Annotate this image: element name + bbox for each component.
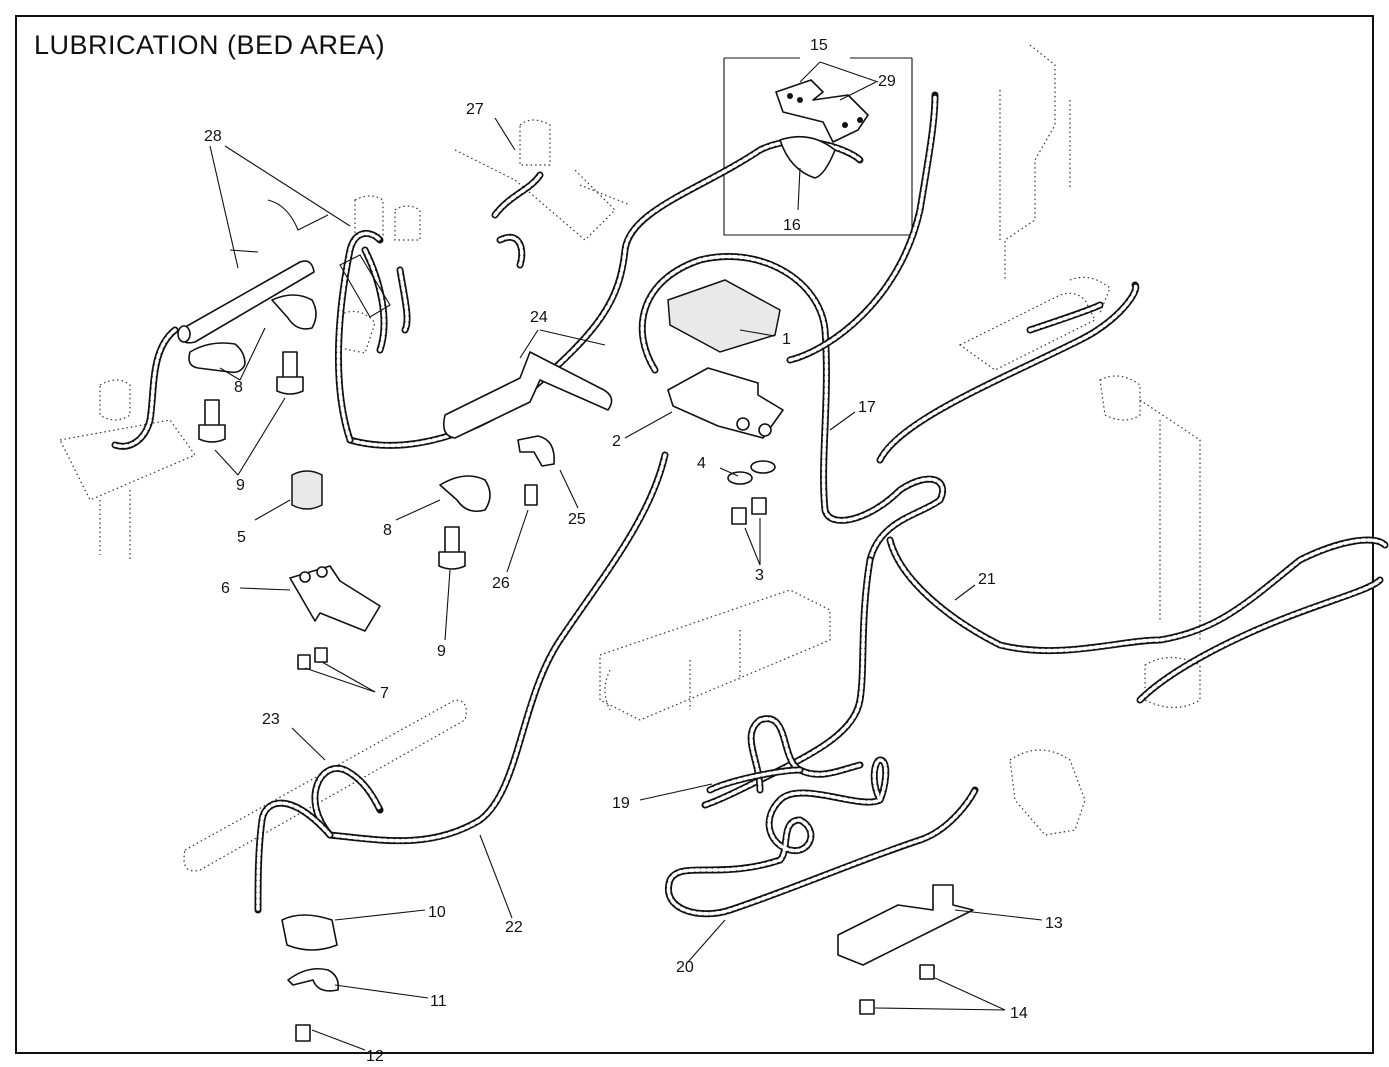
leader-lines xyxy=(209,61,1043,1051)
callout-label: 14 xyxy=(1010,1005,1028,1022)
callout-label: 21 xyxy=(978,571,996,588)
screws-14 xyxy=(859,964,935,1015)
bracket-2 xyxy=(667,367,784,439)
callout-label: 12 xyxy=(366,1048,384,1065)
screw-12 xyxy=(295,1024,311,1042)
felt-holder-16 xyxy=(779,135,836,179)
callout-label: 2 xyxy=(612,433,621,450)
callout-label: 4 xyxy=(697,455,706,472)
callout-label: 25 xyxy=(568,511,586,528)
callout-label: 15 xyxy=(810,37,828,54)
callout-label: 10 xyxy=(428,904,446,921)
clamp-25 xyxy=(517,435,555,467)
callout-label: 9 xyxy=(437,643,446,660)
plate-13 xyxy=(837,884,974,966)
callout-label: 8 xyxy=(234,379,243,396)
callout-label: 29 xyxy=(878,73,896,90)
clip-8b xyxy=(439,475,491,513)
callout-label: 3 xyxy=(755,567,764,584)
tube-10 xyxy=(281,914,338,951)
callout-label: 8 xyxy=(383,522,392,539)
callout-label: 22 xyxy=(505,919,523,936)
callout-label: 9 xyxy=(236,477,245,494)
callout-label: 26 xyxy=(492,575,510,592)
oil-pipe-24 xyxy=(442,351,613,439)
callout-label: 20 xyxy=(676,959,694,976)
screw-26 xyxy=(524,484,538,506)
callout-label: 17 xyxy=(858,399,876,416)
screw-9a xyxy=(198,399,226,443)
felt-1 xyxy=(667,279,781,353)
screws-3 xyxy=(731,497,767,525)
callout-label: 23 xyxy=(262,711,280,728)
callout-label: 27 xyxy=(466,101,484,118)
callout-label: 7 xyxy=(380,685,389,702)
clip-11 xyxy=(287,967,340,992)
clip-8a xyxy=(188,342,246,374)
callout-label: 11 xyxy=(430,993,447,1010)
bracket-15 xyxy=(775,79,869,143)
screw-9c xyxy=(438,526,466,570)
callout-label: 16 xyxy=(783,217,801,234)
felt-5 xyxy=(291,470,323,510)
callout-label: 13 xyxy=(1045,915,1063,932)
plate-6 xyxy=(289,565,381,632)
callout-label: 6 xyxy=(221,580,230,597)
callout-label: 5 xyxy=(237,529,246,546)
callout-label: 19 xyxy=(612,795,630,812)
callout-label: 1 xyxy=(782,331,791,348)
page-title: LUBRICATION (BED AREA) xyxy=(34,30,386,60)
phantom-outlines xyxy=(59,44,1201,872)
oil-wicks xyxy=(111,91,1389,918)
screws-7 xyxy=(297,647,328,670)
detail-box xyxy=(723,58,913,236)
callout-label: 28 xyxy=(204,128,222,145)
diagram-border xyxy=(15,15,1374,1054)
parts xyxy=(177,79,974,1042)
callout-label: 24 xyxy=(530,309,548,326)
washers-4 xyxy=(727,471,753,485)
screw-9b xyxy=(276,351,304,395)
callouts: 1 2 3 4 5 6 7 8 8 9 9 10 11 12 13 14 15 … xyxy=(204,37,1063,1065)
